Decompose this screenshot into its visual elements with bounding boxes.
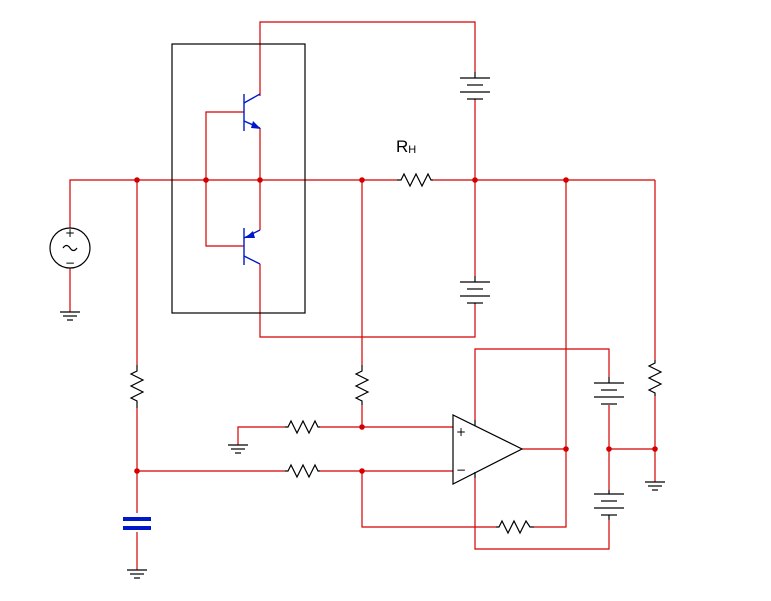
resistor-plus-input — [285, 419, 320, 435]
ground-plus-input-icon — [228, 444, 248, 454]
junction-node — [606, 446, 612, 452]
junction-node — [472, 177, 478, 183]
resistor-rh — [397, 172, 433, 188]
junction-node — [257, 177, 263, 183]
pnp-transistor — [243, 228, 261, 265]
junction-node — [359, 177, 365, 183]
junction-node — [203, 177, 209, 183]
opamp-plus-sign: + — [456, 425, 466, 439]
resistor-feedback — [496, 519, 534, 535]
junction-node — [563, 446, 569, 452]
resistor-rh-label: RH — [396, 137, 416, 156]
junction-node — [359, 424, 365, 430]
battery-opamp-negative — [594, 490, 624, 520]
opamp: + − — [452, 414, 524, 485]
sine-wave-icon — [62, 244, 78, 252]
junction-node — [359, 468, 365, 474]
ac-source: + − — [49, 226, 91, 270]
junction-node — [134, 468, 140, 474]
ground-source-icon — [60, 311, 80, 321]
junction-node — [134, 177, 140, 183]
source-minus-sign: − — [65, 256, 75, 270]
opamp-minus-sign: − — [456, 463, 466, 477]
wires — [69, 21, 656, 570]
battery-top — [460, 72, 490, 100]
junction-node — [563, 177, 569, 183]
source-plus-sign: + — [65, 226, 75, 240]
resistor-left-divider — [129, 365, 145, 408]
junction-nodes — [134, 177, 658, 474]
ground-capacitor-icon — [127, 569, 147, 579]
resistor-right — [647, 360, 663, 396]
capacitor — [123, 517, 151, 530]
battery-bottom — [460, 276, 490, 304]
transistor-pair-box — [171, 43, 306, 314]
junction-node — [652, 446, 658, 452]
battery-opamp-positive — [594, 377, 624, 405]
npn-transistor — [243, 93, 261, 131]
resistor-plus-divider — [354, 365, 370, 405]
resistor-minus-input — [285, 463, 320, 479]
ground-right-icon — [645, 481, 665, 491]
